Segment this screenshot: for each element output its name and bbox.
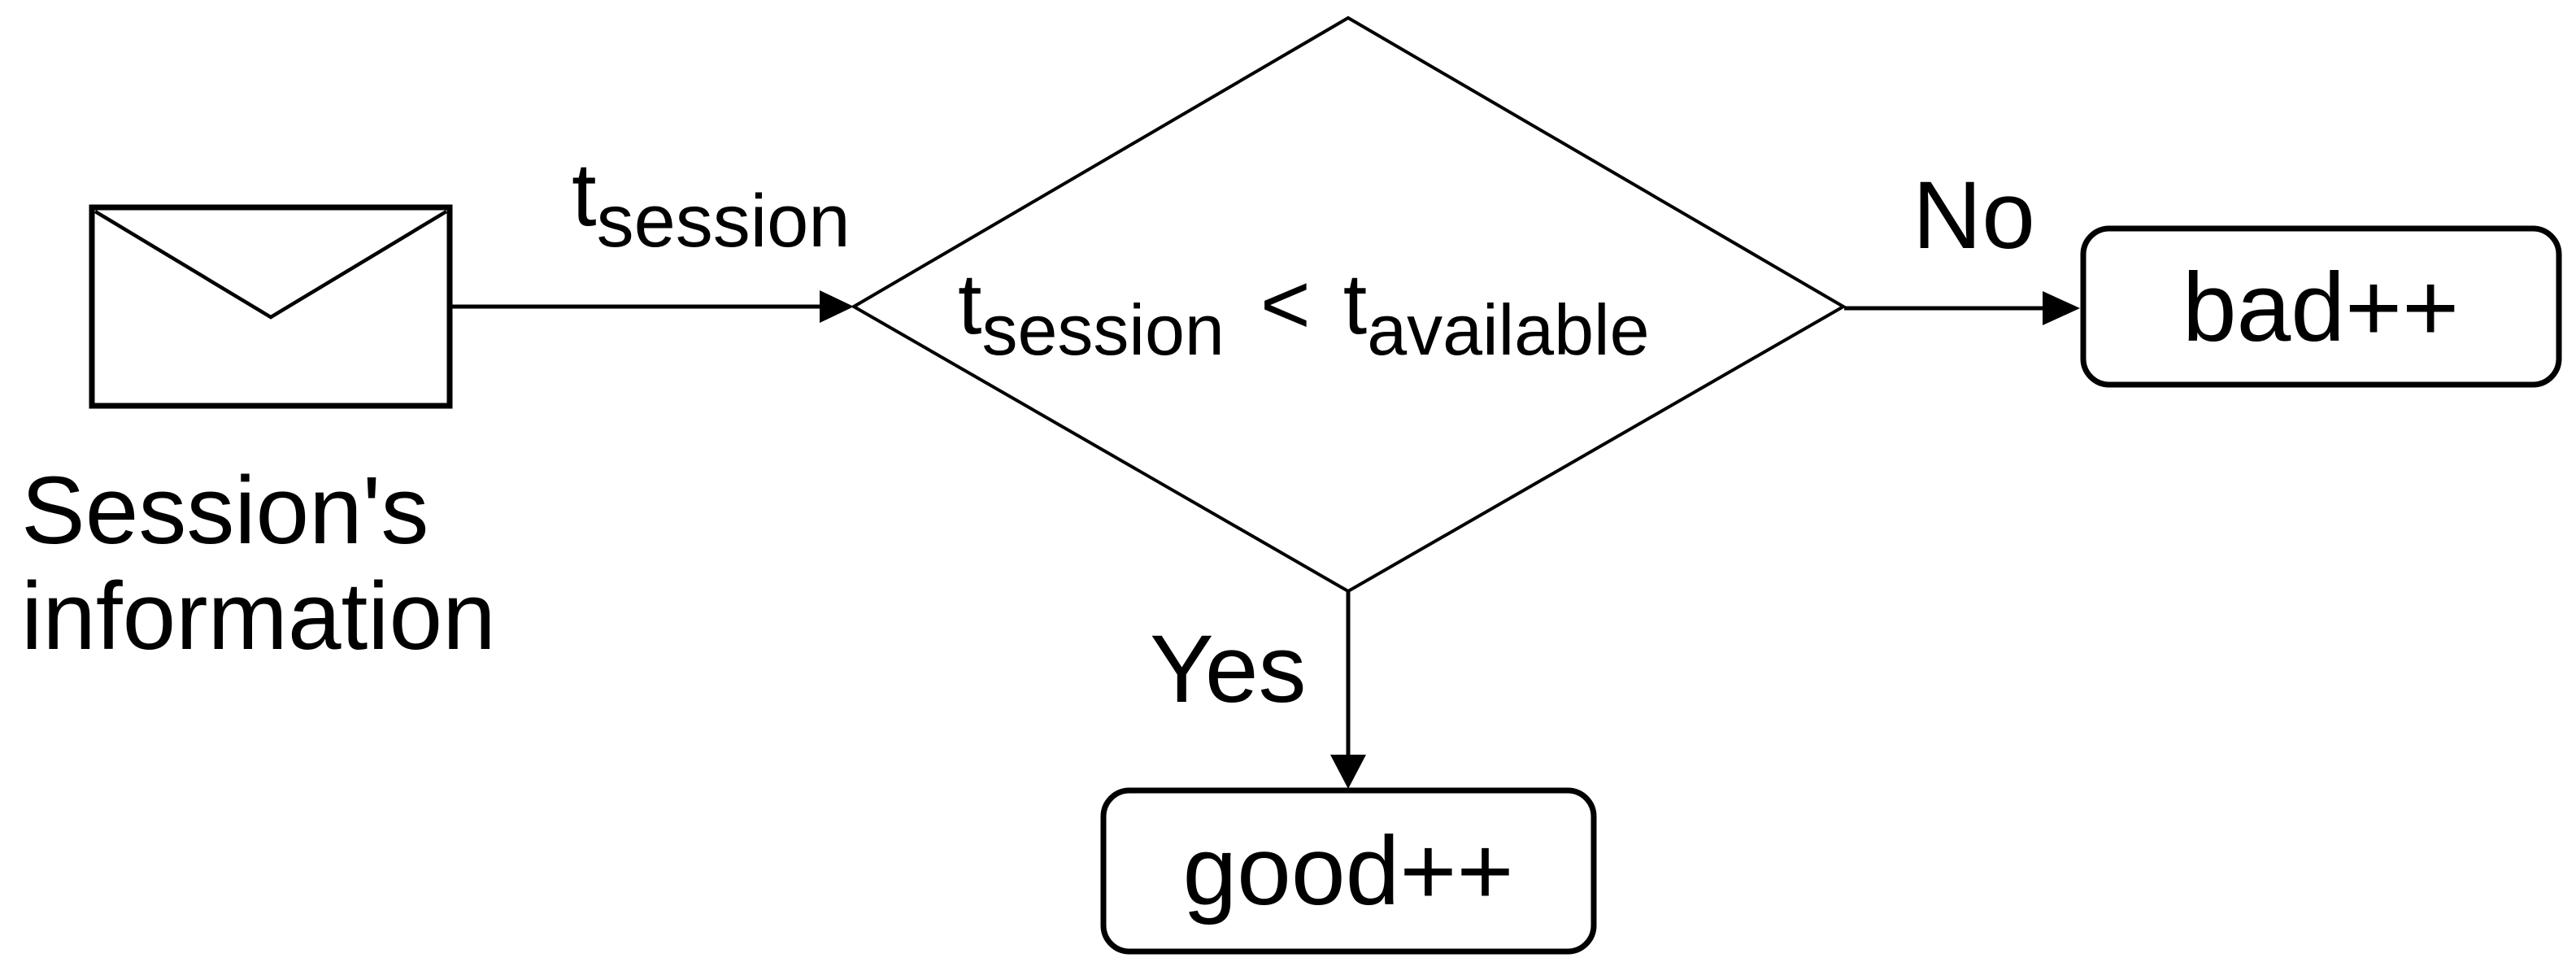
bad-node: bad++ xyxy=(2080,225,2562,388)
envelope-body xyxy=(89,204,453,409)
input-arrow-label: tsession xyxy=(572,145,851,263)
decision-node: tsession<tavailable xyxy=(851,15,1847,594)
good-box xyxy=(1100,787,1597,955)
input-label-sub: session xyxy=(597,180,851,263)
input-arrow: tsession xyxy=(450,145,854,323)
yes-arrowhead-icon xyxy=(1330,755,1366,789)
decision-operator: < xyxy=(1260,256,1311,352)
decision-left-base: t xyxy=(958,256,981,352)
session-info-label-line2: information xyxy=(21,563,496,670)
input-label-base: t xyxy=(572,145,597,245)
envelope-flap xyxy=(94,210,448,320)
yes-label: Yes xyxy=(1150,616,1307,723)
envelope-icon xyxy=(89,204,453,409)
bad-label: bad++ xyxy=(2182,253,2459,362)
decision-left-sub: session xyxy=(981,290,1224,370)
session-info-label-line1: Session's xyxy=(21,457,429,564)
good-node: good++ xyxy=(1100,787,1597,955)
yes-branch-arrow: Yes xyxy=(1150,591,1366,789)
no-branch-arrow: No xyxy=(1844,162,2080,325)
no-label: No xyxy=(1912,162,2035,269)
decision-label: tsession<tavailable xyxy=(958,256,1650,370)
bad-box xyxy=(2080,225,2562,388)
good-label: good++ xyxy=(1182,816,1513,925)
input-arrowhead-icon xyxy=(820,290,854,323)
decision-right-base: t xyxy=(1343,256,1367,352)
decision-right-sub: available xyxy=(1367,290,1649,370)
session-info-node: Session's information xyxy=(21,204,496,670)
no-arrowhead-icon xyxy=(2043,291,2080,325)
